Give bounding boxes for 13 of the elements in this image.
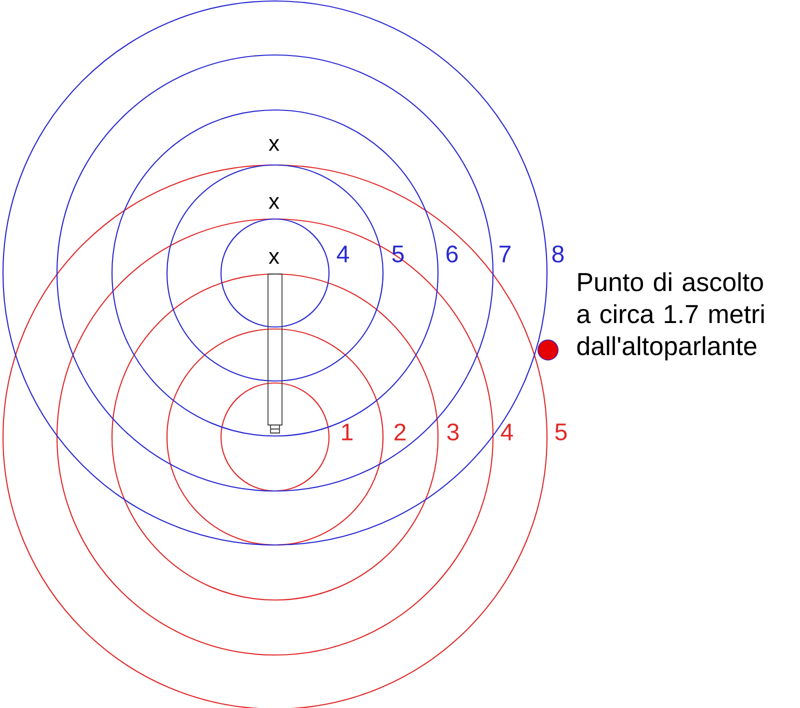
position-mark: x (268, 252, 280, 264)
listening-point-text: Punto di ascolto a circa 1.7 metri dall'altoparlante (577, 272, 764, 360)
wave-number: 4 (336, 246, 349, 262)
wave-number: 7 (500, 246, 510, 262)
wave-number: 3 (447, 424, 459, 440)
wave-number: 1 (342, 424, 352, 440)
wave-number: 4 (500, 424, 513, 440)
wave-number: 2 (394, 424, 406, 440)
wave-number: 8 (552, 246, 564, 262)
position-mark: x (268, 139, 280, 151)
wave-number: 5 (555, 424, 567, 440)
wave-number: 6 (446, 246, 458, 262)
position-mark: x (268, 197, 280, 209)
